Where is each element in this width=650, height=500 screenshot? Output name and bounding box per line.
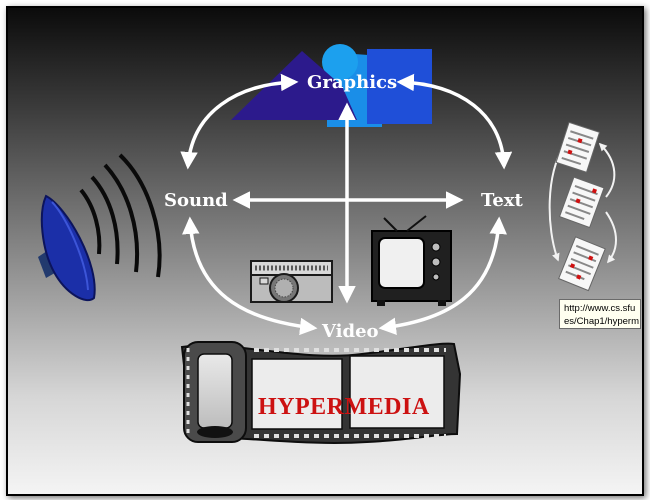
graphics-label: Graphics xyxy=(307,72,397,93)
arrow-text-video xyxy=(378,216,507,335)
speaker-icon xyxy=(38,153,162,301)
tv-icon xyxy=(371,215,452,306)
arrow-graphics-sound xyxy=(180,73,299,170)
camera-icon xyxy=(250,260,333,303)
hypermedia-label: HYPERMEDIA xyxy=(258,394,430,420)
url-tooltip: http://www.cs.sfu es/Chap1/hyperm xyxy=(559,299,641,329)
hypermedia-diagram: HYPERMEDIA Graphics Sound Text xyxy=(38,44,617,444)
documents-icon xyxy=(548,121,617,292)
sound-label: Sound xyxy=(164,190,228,211)
text-label: Text xyxy=(481,190,524,211)
tooltip-line-2: es/Chap1/hyperm xyxy=(564,316,639,327)
graphics-circle xyxy=(322,44,358,80)
hypermedia-slide: HYPERMEDIA Graphics Sound Text xyxy=(6,6,644,496)
arrow-graphics-text xyxy=(396,73,513,170)
video-label: Video xyxy=(321,321,379,342)
arrow-sound-video xyxy=(182,216,318,336)
tooltip-line-1: http://www.cs.sfu xyxy=(564,303,636,314)
connection-arrows xyxy=(180,73,513,336)
film-strip-icon xyxy=(180,341,462,444)
